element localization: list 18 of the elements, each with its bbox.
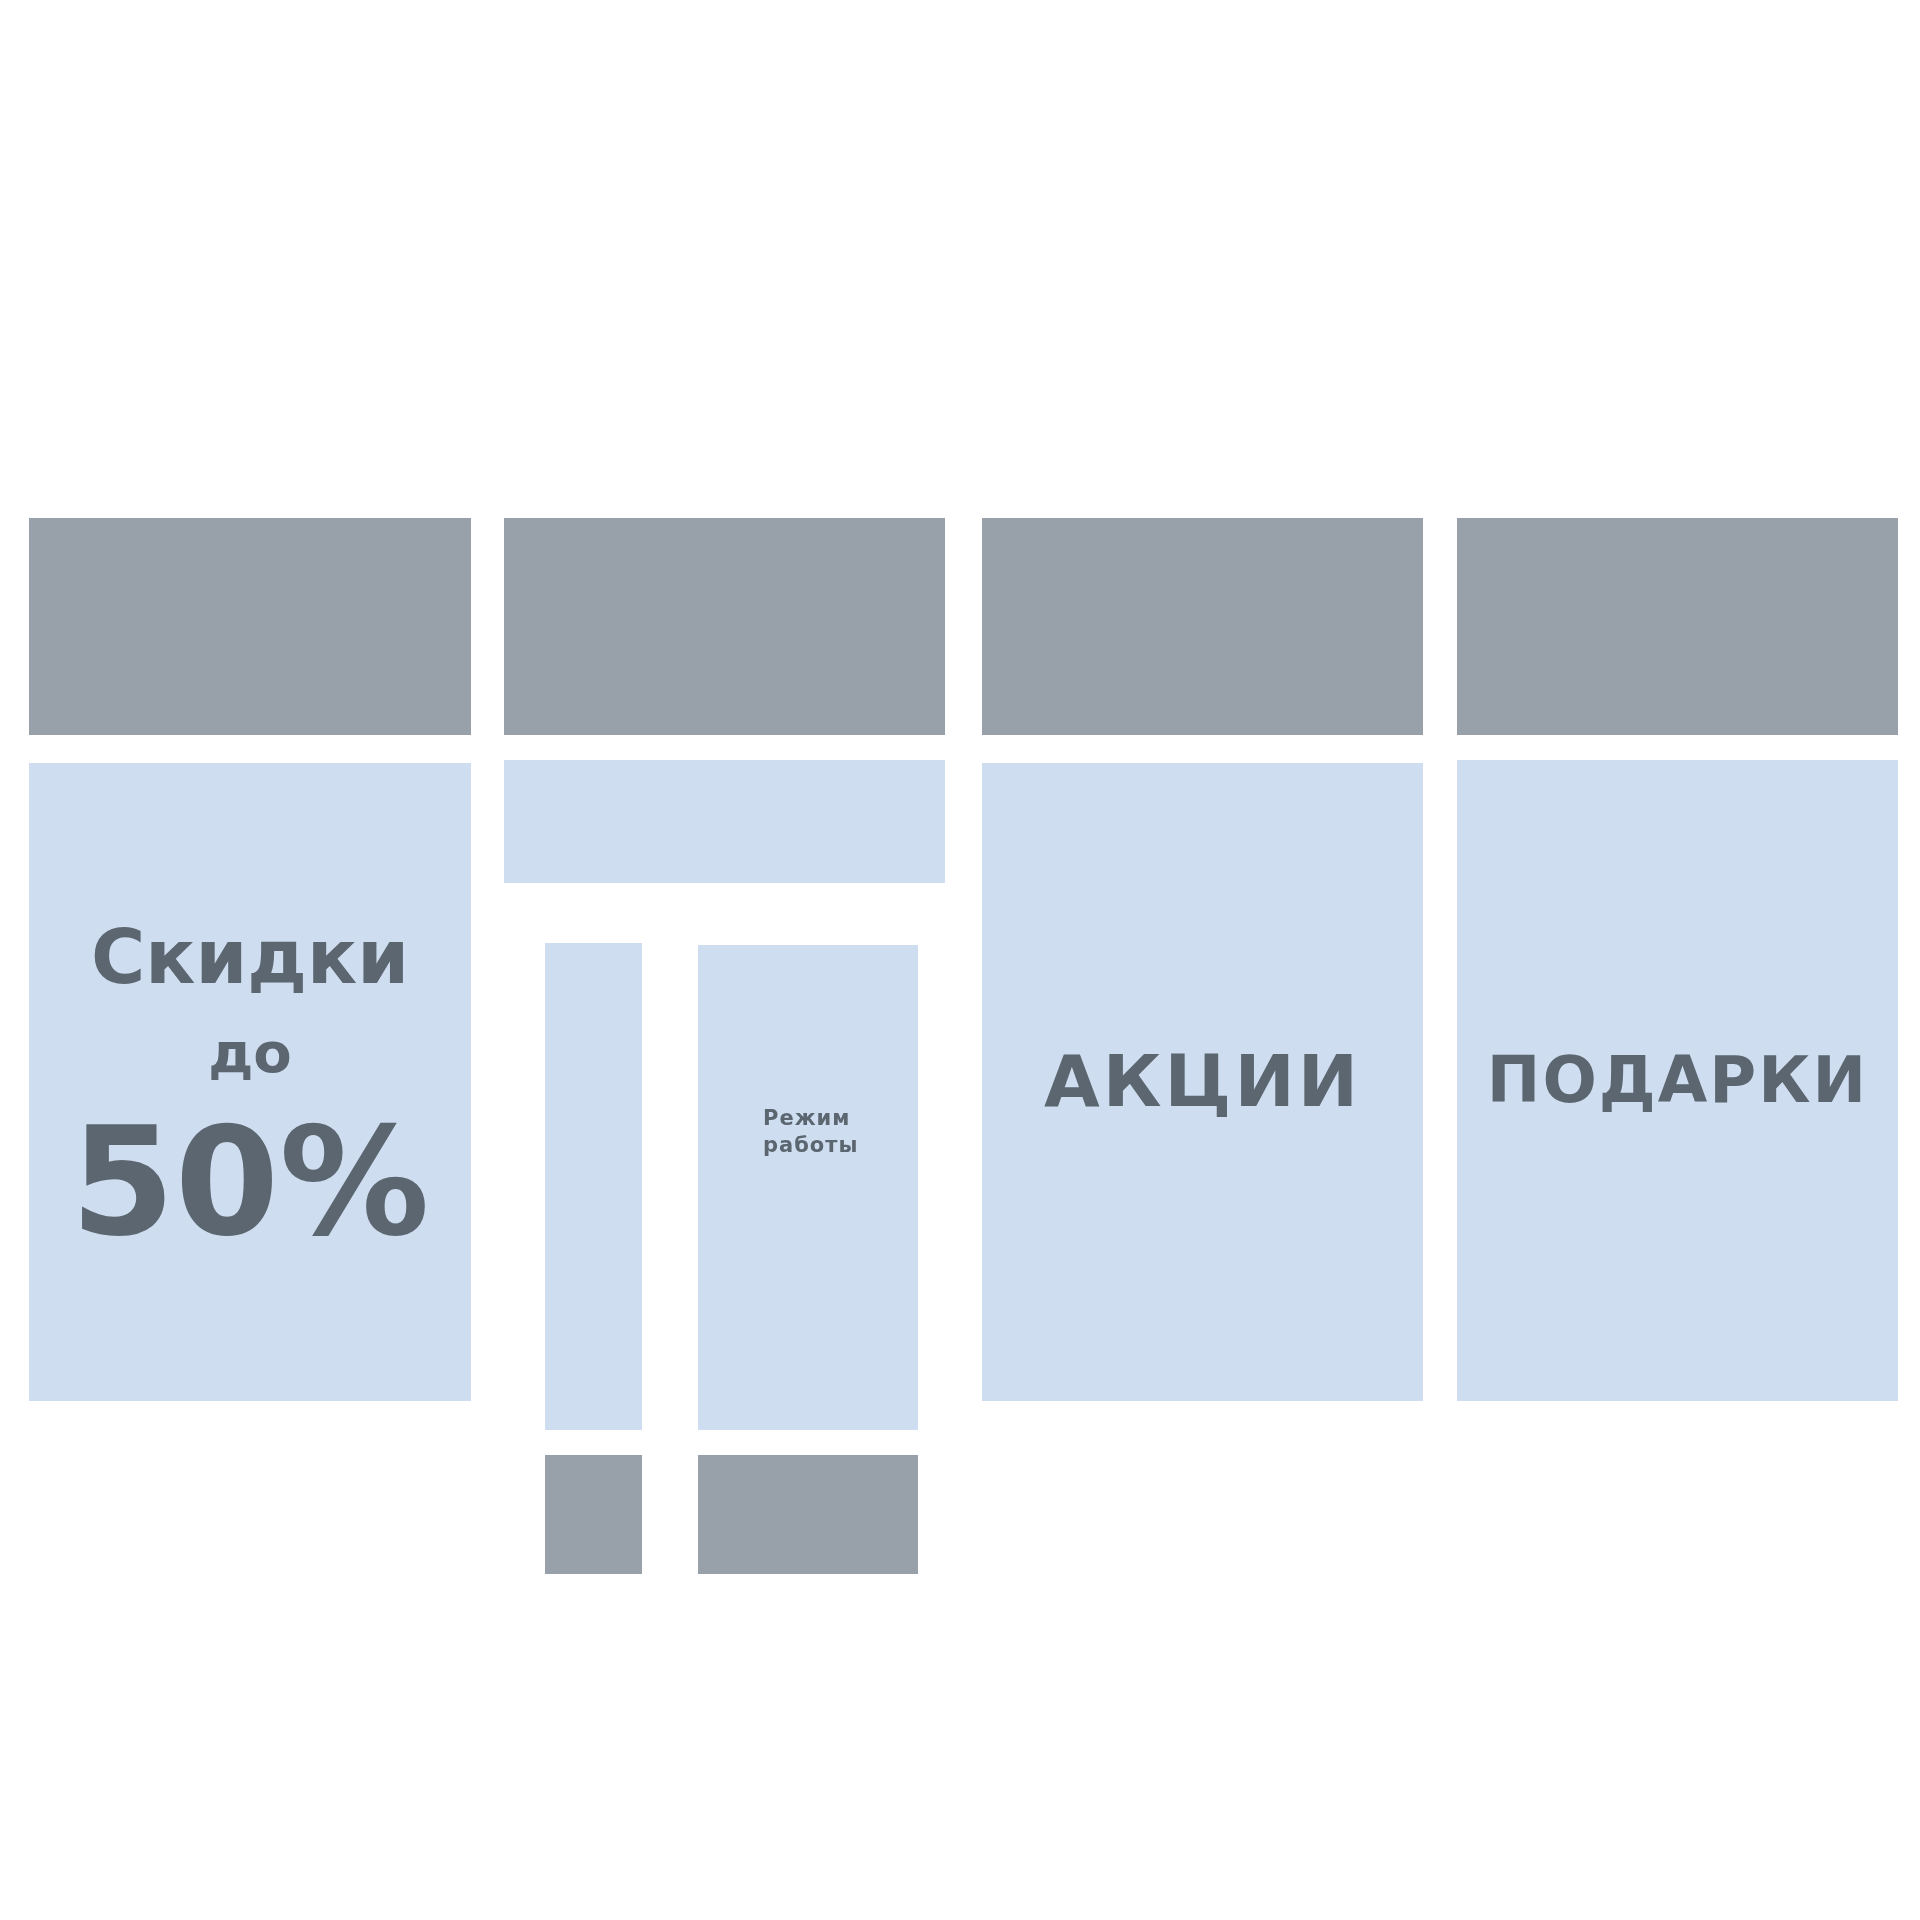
sign-panel (1457, 518, 1898, 735)
door-kickplate (545, 1455, 642, 1574)
door-panel (545, 943, 642, 1430)
window-panel (1457, 760, 1898, 1401)
promo-heading: Скидки (90, 917, 410, 999)
sign-panel (29, 518, 471, 735)
promo-text: до (208, 1022, 292, 1084)
transom-panel (504, 760, 945, 883)
door-panel (698, 945, 918, 1430)
window-panel (982, 763, 1423, 1401)
window-panel (29, 763, 471, 1401)
window-heading: АКЦИИ (1044, 1042, 1361, 1122)
discount-figure: 50% (70, 1100, 430, 1265)
opening-hours-heading: Режим работы (763, 1105, 860, 1160)
sign-panel (504, 518, 945, 735)
sign-panel (982, 518, 1423, 735)
door-kickplate (698, 1455, 918, 1574)
window-heading: ПОДАРКИ (1486, 1045, 1869, 1116)
